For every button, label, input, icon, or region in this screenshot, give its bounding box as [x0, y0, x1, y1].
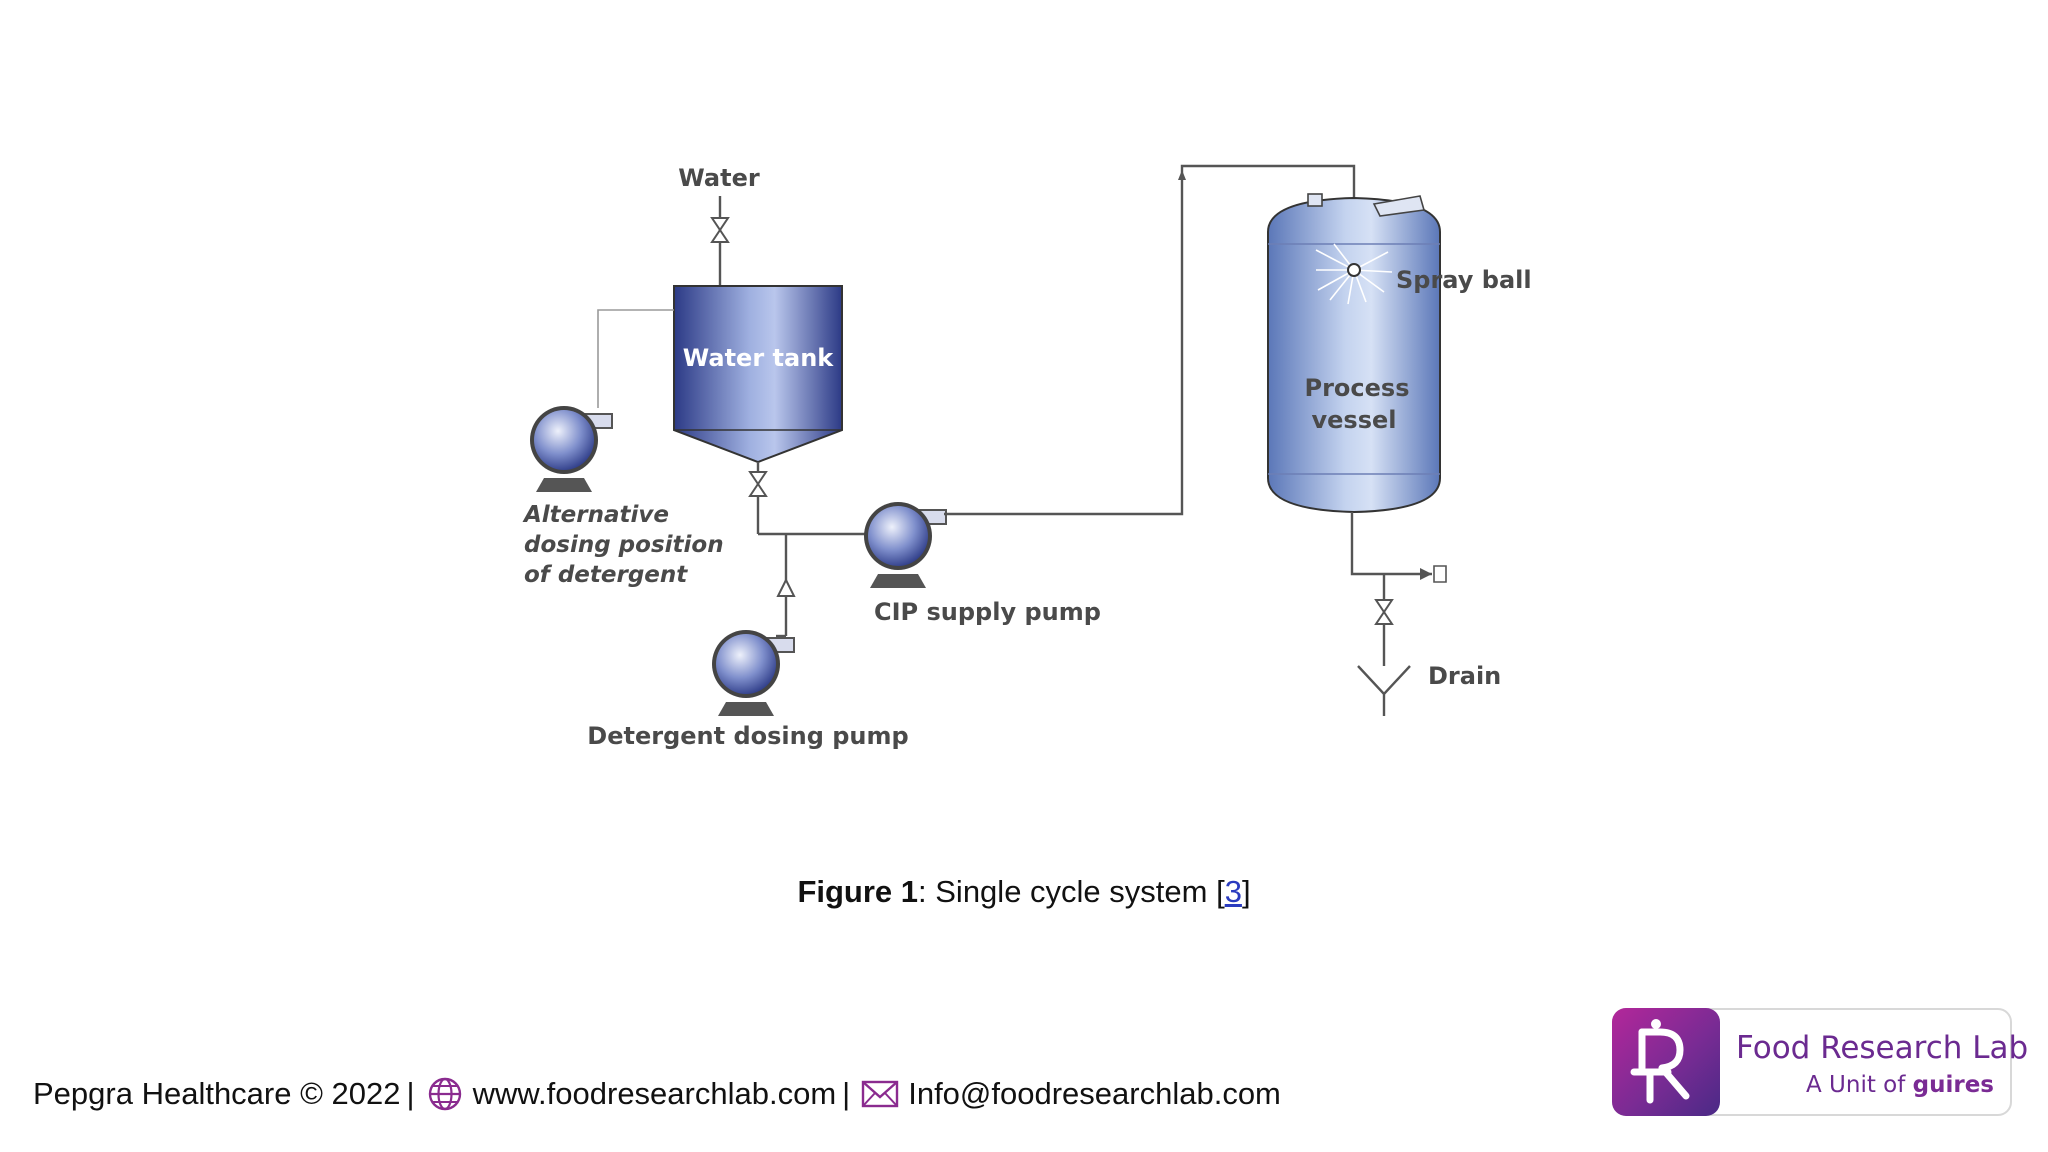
process-label-2: vessel: [1312, 406, 1397, 434]
drain-valve: [1375, 599, 1393, 625]
caption-end: ]: [1241, 874, 1251, 909]
spray-ball-label: Spray ball: [1396, 266, 1532, 294]
detergent-dosing-pump: [711, 629, 795, 717]
drain-symbol: [1357, 665, 1411, 716]
figure-caption: Figure 1: Single cycle system [3]: [0, 874, 2048, 910]
sample-valve: [1433, 565, 1447, 583]
logo-brand-name: Food Research Lab: [1736, 1030, 2029, 1066]
footer-email-link[interactable]: Info@foodresearchlab.com: [908, 1076, 1281, 1111]
water-tank: [673, 285, 843, 464]
outlet-arrow: [1420, 568, 1432, 580]
caption-label: Figure 1: [797, 874, 919, 909]
logo-unit-name: guires: [1912, 1072, 1994, 1098]
water-label: Water: [678, 164, 760, 192]
process-vessel: [1267, 193, 1441, 514]
mail-icon: [862, 1080, 899, 1108]
globe-icon: [428, 1077, 461, 1111]
process-label-1: Process: [1305, 374, 1410, 402]
detergent-check-valve: [776, 577, 796, 597]
alt-dosing-line: [597, 309, 674, 408]
cip-pump-label: CIP supply pump: [874, 598, 1101, 626]
water-tank-label: Water tank: [683, 344, 835, 372]
caption-text: : Single cycle system [: [918, 874, 1225, 909]
alt-label-3: of detergent: [524, 562, 688, 588]
logo-unit-line: A Unit of guires: [1806, 1072, 1994, 1098]
footer-copyright: Pepgra Healthcare © 2022: [33, 1076, 401, 1111]
frl-logo-mark: [1612, 1008, 1720, 1116]
footer-separator-2: |: [842, 1076, 851, 1111]
water-inlet-valve: [711, 217, 729, 243]
cip-supply-pump: [863, 501, 947, 589]
food-research-lab-logo: Food Research Lab A Unit of guires: [1612, 1008, 2028, 1116]
alt-label-1: Alternative: [522, 502, 669, 528]
detergent-pump-label: Detergent dosing pump: [587, 722, 908, 750]
alt-label-2: dosing position: [524, 532, 724, 558]
footer: Pepgra Healthcare © 2022 | www.foodresea…: [33, 1076, 1281, 1112]
alt-dosing-pump: [529, 405, 613, 493]
logo-monogram-icon: [1630, 1019, 1690, 1104]
logo-unit-prefix: A Unit of: [1805, 1072, 1913, 1098]
footer-website-link[interactable]: www.foodresearchlab.com: [472, 1076, 837, 1111]
spray-ball-head: [1347, 263, 1361, 277]
vessel-outlet-pipe: [1350, 512, 1432, 576]
drain-label: Drain: [1428, 662, 1501, 690]
caption-reference-link[interactable]: 3: [1224, 874, 1242, 909]
footer-separator-1: |: [406, 1076, 415, 1111]
supply-line-arrow: [1178, 170, 1186, 180]
tank-outlet-valve: [749, 471, 767, 497]
